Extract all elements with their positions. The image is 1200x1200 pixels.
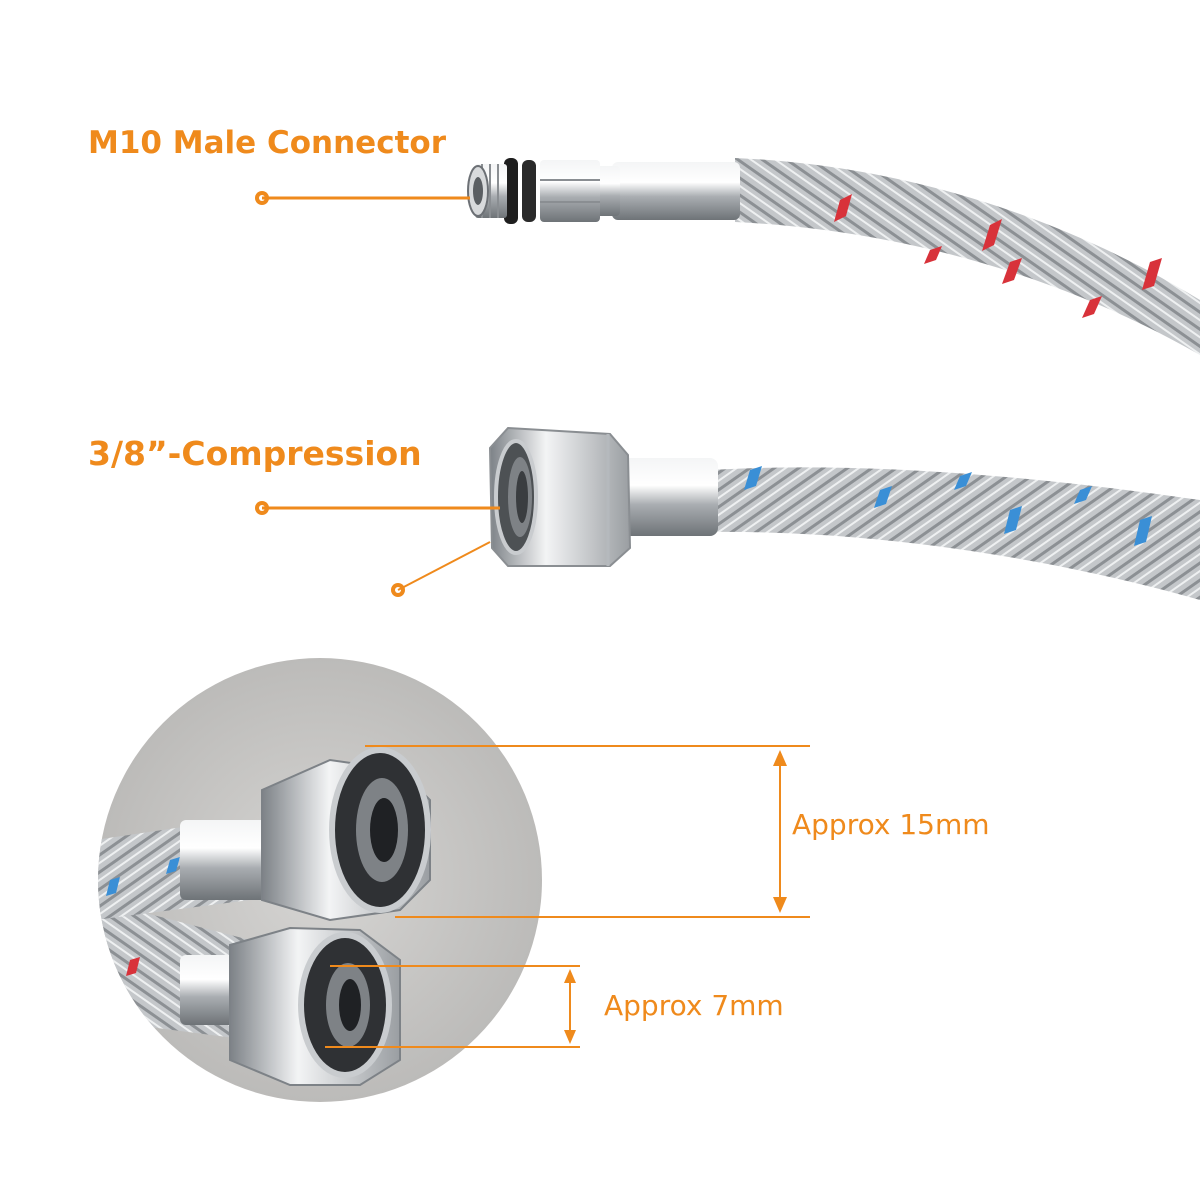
dimension-15mm — [365, 745, 810, 918]
middle-hose-blue — [488, 426, 1200, 600]
o-ring — [504, 158, 518, 224]
hex-nut — [540, 160, 600, 222]
braided-hose-body — [735, 158, 1200, 355]
m10-male-connector-label: M10 Male Connector — [88, 125, 446, 161]
dimension-7mm — [325, 965, 580, 1048]
crimp-sleeve — [612, 162, 740, 220]
approx-7mm-label: Approx 7mm — [604, 989, 784, 1022]
compression-callout-lines — [255, 501, 500, 597]
crimp-sleeve — [622, 458, 718, 536]
approx-15mm-label: Approx 15mm — [792, 808, 990, 841]
top-hose-red — [467, 158, 1200, 355]
blue-marking-stripes — [744, 466, 1152, 546]
compression-label: 3/8”-Compression — [88, 434, 422, 473]
red-marking-stripes — [834, 194, 1162, 318]
braided-hose-body — [710, 467, 1200, 600]
m10-callout-line — [255, 191, 470, 205]
closeup-photo — [98, 658, 542, 1102]
